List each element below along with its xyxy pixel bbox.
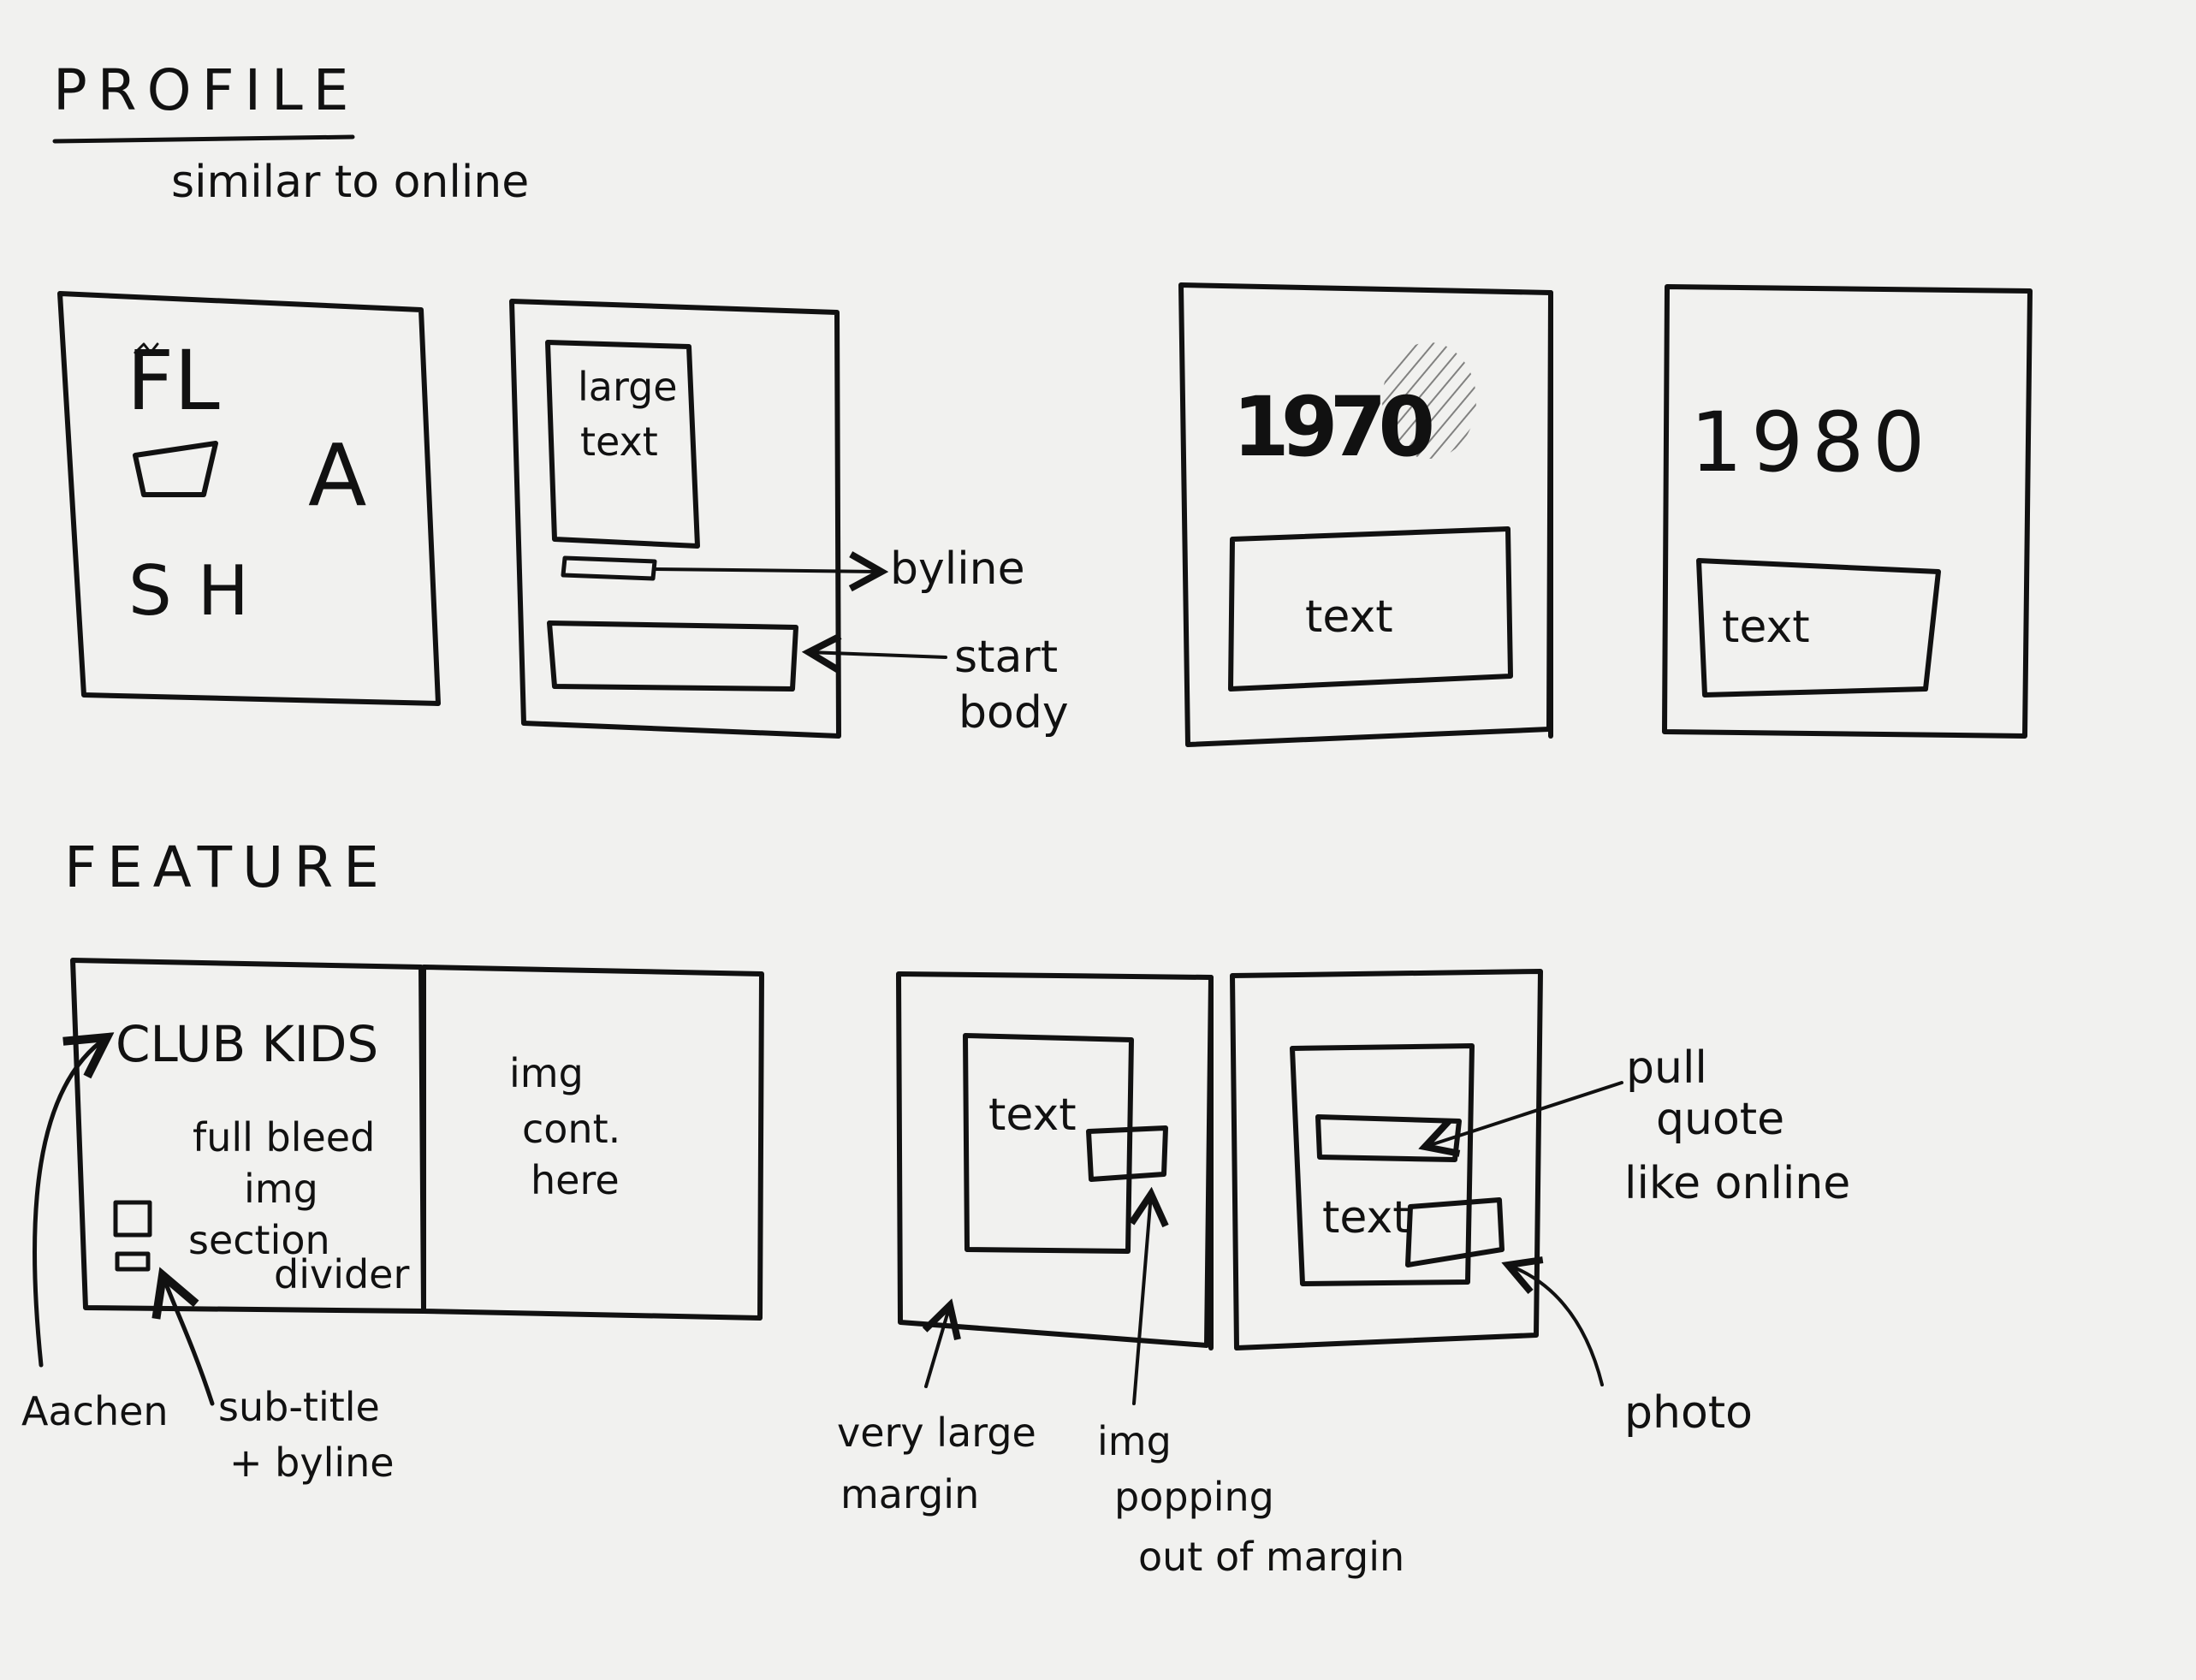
feature-left-note-line4: divider bbox=[274, 1251, 409, 1297]
feature-img-label-line1: img bbox=[1097, 1418, 1172, 1464]
profile-fl-mark bbox=[134, 342, 159, 354]
feature-margin-label-line2: margin bbox=[840, 1471, 979, 1517]
feature-aachen-label: Aachen bbox=[21, 1388, 169, 1434]
feature-spread1-left-page: CLUB KIDS full bleed img section divider bbox=[70, 958, 426, 1314]
feature-subtitle-arrow bbox=[163, 1275, 215, 1406]
profile-start-body-line1: start bbox=[954, 632, 1058, 683]
profile-byline-label: byline bbox=[890, 543, 1025, 595]
feature-subtitle-label-line1: sub-title bbox=[218, 1384, 380, 1430]
profile-year-zero-hatch bbox=[1382, 342, 1476, 459]
profile-start-body-line2: body bbox=[959, 687, 1069, 739]
feature-left-note-line2: img bbox=[244, 1166, 318, 1212]
feature-spread2-left-page: text bbox=[896, 971, 1214, 1351]
feature-pull-quote-box bbox=[1315, 1114, 1462, 1162]
feature-img-arrow bbox=[1134, 1194, 1151, 1405]
profile-year-1980: 1980 bbox=[1690, 395, 1933, 490]
feature-byline-box bbox=[115, 1251, 151, 1272]
feature-left-note-line1: full bleed bbox=[193, 1114, 375, 1161]
feature-left-note-line3: section bbox=[188, 1217, 330, 1263]
profile-letters-sh: SH bbox=[128, 551, 275, 631]
profile-large-text-line1: large bbox=[578, 364, 678, 410]
feature-photo-arrow bbox=[1508, 1265, 1604, 1386]
profile-spread1-right-page: large text byline start body bbox=[509, 299, 1069, 739]
feature-right-text: text bbox=[1322, 1192, 1410, 1244]
feature-pull-quote-line3: like online bbox=[1624, 1158, 1850, 1209]
feature-photo-label: photo bbox=[1624, 1387, 1753, 1439]
feature-right-note-line2: cont. bbox=[522, 1106, 620, 1152]
feature-photo-box bbox=[1405, 1197, 1505, 1267]
feature-img-label-line2: popping bbox=[1114, 1474, 1274, 1520]
profile-letter-a: A bbox=[308, 425, 366, 525]
profile-byline-bar bbox=[561, 555, 657, 581]
profile-large-text-box bbox=[545, 340, 700, 549]
feature-spread1-right-page: img cont. here bbox=[421, 965, 764, 1321]
feature-right-note-line1: img bbox=[509, 1050, 584, 1096]
profile-spread1-left-page: FL A SH bbox=[57, 291, 441, 706]
profile-1980-text: text bbox=[1722, 602, 1810, 653]
feature-heading: FEATURE bbox=[64, 834, 389, 900]
feature-subtitle-box bbox=[113, 1200, 152, 1238]
feature-right-note-line3: here bbox=[531, 1157, 620, 1203]
feature-club-kids-title: CLUB KIDS bbox=[116, 1015, 378, 1073]
feature-pull-quote-arrow bbox=[1425, 1081, 1623, 1147]
feature-pull-quote-line1: pull bbox=[1626, 1042, 1707, 1094]
profile-letters-fl: FL bbox=[127, 333, 220, 429]
feature-subtitle-label-line2: + byline bbox=[229, 1440, 395, 1486]
feature-margin-label-line1: very large bbox=[837, 1410, 1036, 1456]
profile-spread2-right-page: 1980 text bbox=[1662, 284, 2033, 739]
profile-1980-text-box bbox=[1696, 558, 1941, 698]
feature-left-text: text bbox=[988, 1089, 1077, 1141]
profile-heading-underline bbox=[52, 134, 355, 144]
profile-spread2-left-page: 1970 text bbox=[1178, 282, 1553, 747]
feature-pull-quote-line2: quote bbox=[1656, 1094, 1784, 1145]
profile-1970-text-box bbox=[1228, 526, 1513, 692]
profile-start-body-arrow bbox=[809, 652, 947, 657]
feature-aachen-arrow bbox=[33, 1037, 107, 1368]
profile-1970-text: text bbox=[1305, 591, 1393, 643]
profile-bucket-shape bbox=[133, 441, 218, 497]
feature-left-text-box bbox=[963, 1033, 1134, 1254]
profile-byline-arrow bbox=[653, 569, 881, 572]
profile-heading: PROFILE bbox=[53, 57, 359, 123]
feature-right-text-box bbox=[1290, 1043, 1475, 1286]
feature-margin-arrow bbox=[926, 1305, 950, 1388]
feature-popping-img-box bbox=[1086, 1125, 1168, 1182]
feature-spread2-right-page: text bbox=[1230, 969, 1543, 1351]
profile-large-text-line2: text bbox=[580, 419, 658, 465]
profile-start-body-box bbox=[547, 620, 798, 692]
feature-img-label-line3: out of margin bbox=[1138, 1534, 1404, 1580]
profile-subheading: similar to online bbox=[171, 157, 529, 208]
